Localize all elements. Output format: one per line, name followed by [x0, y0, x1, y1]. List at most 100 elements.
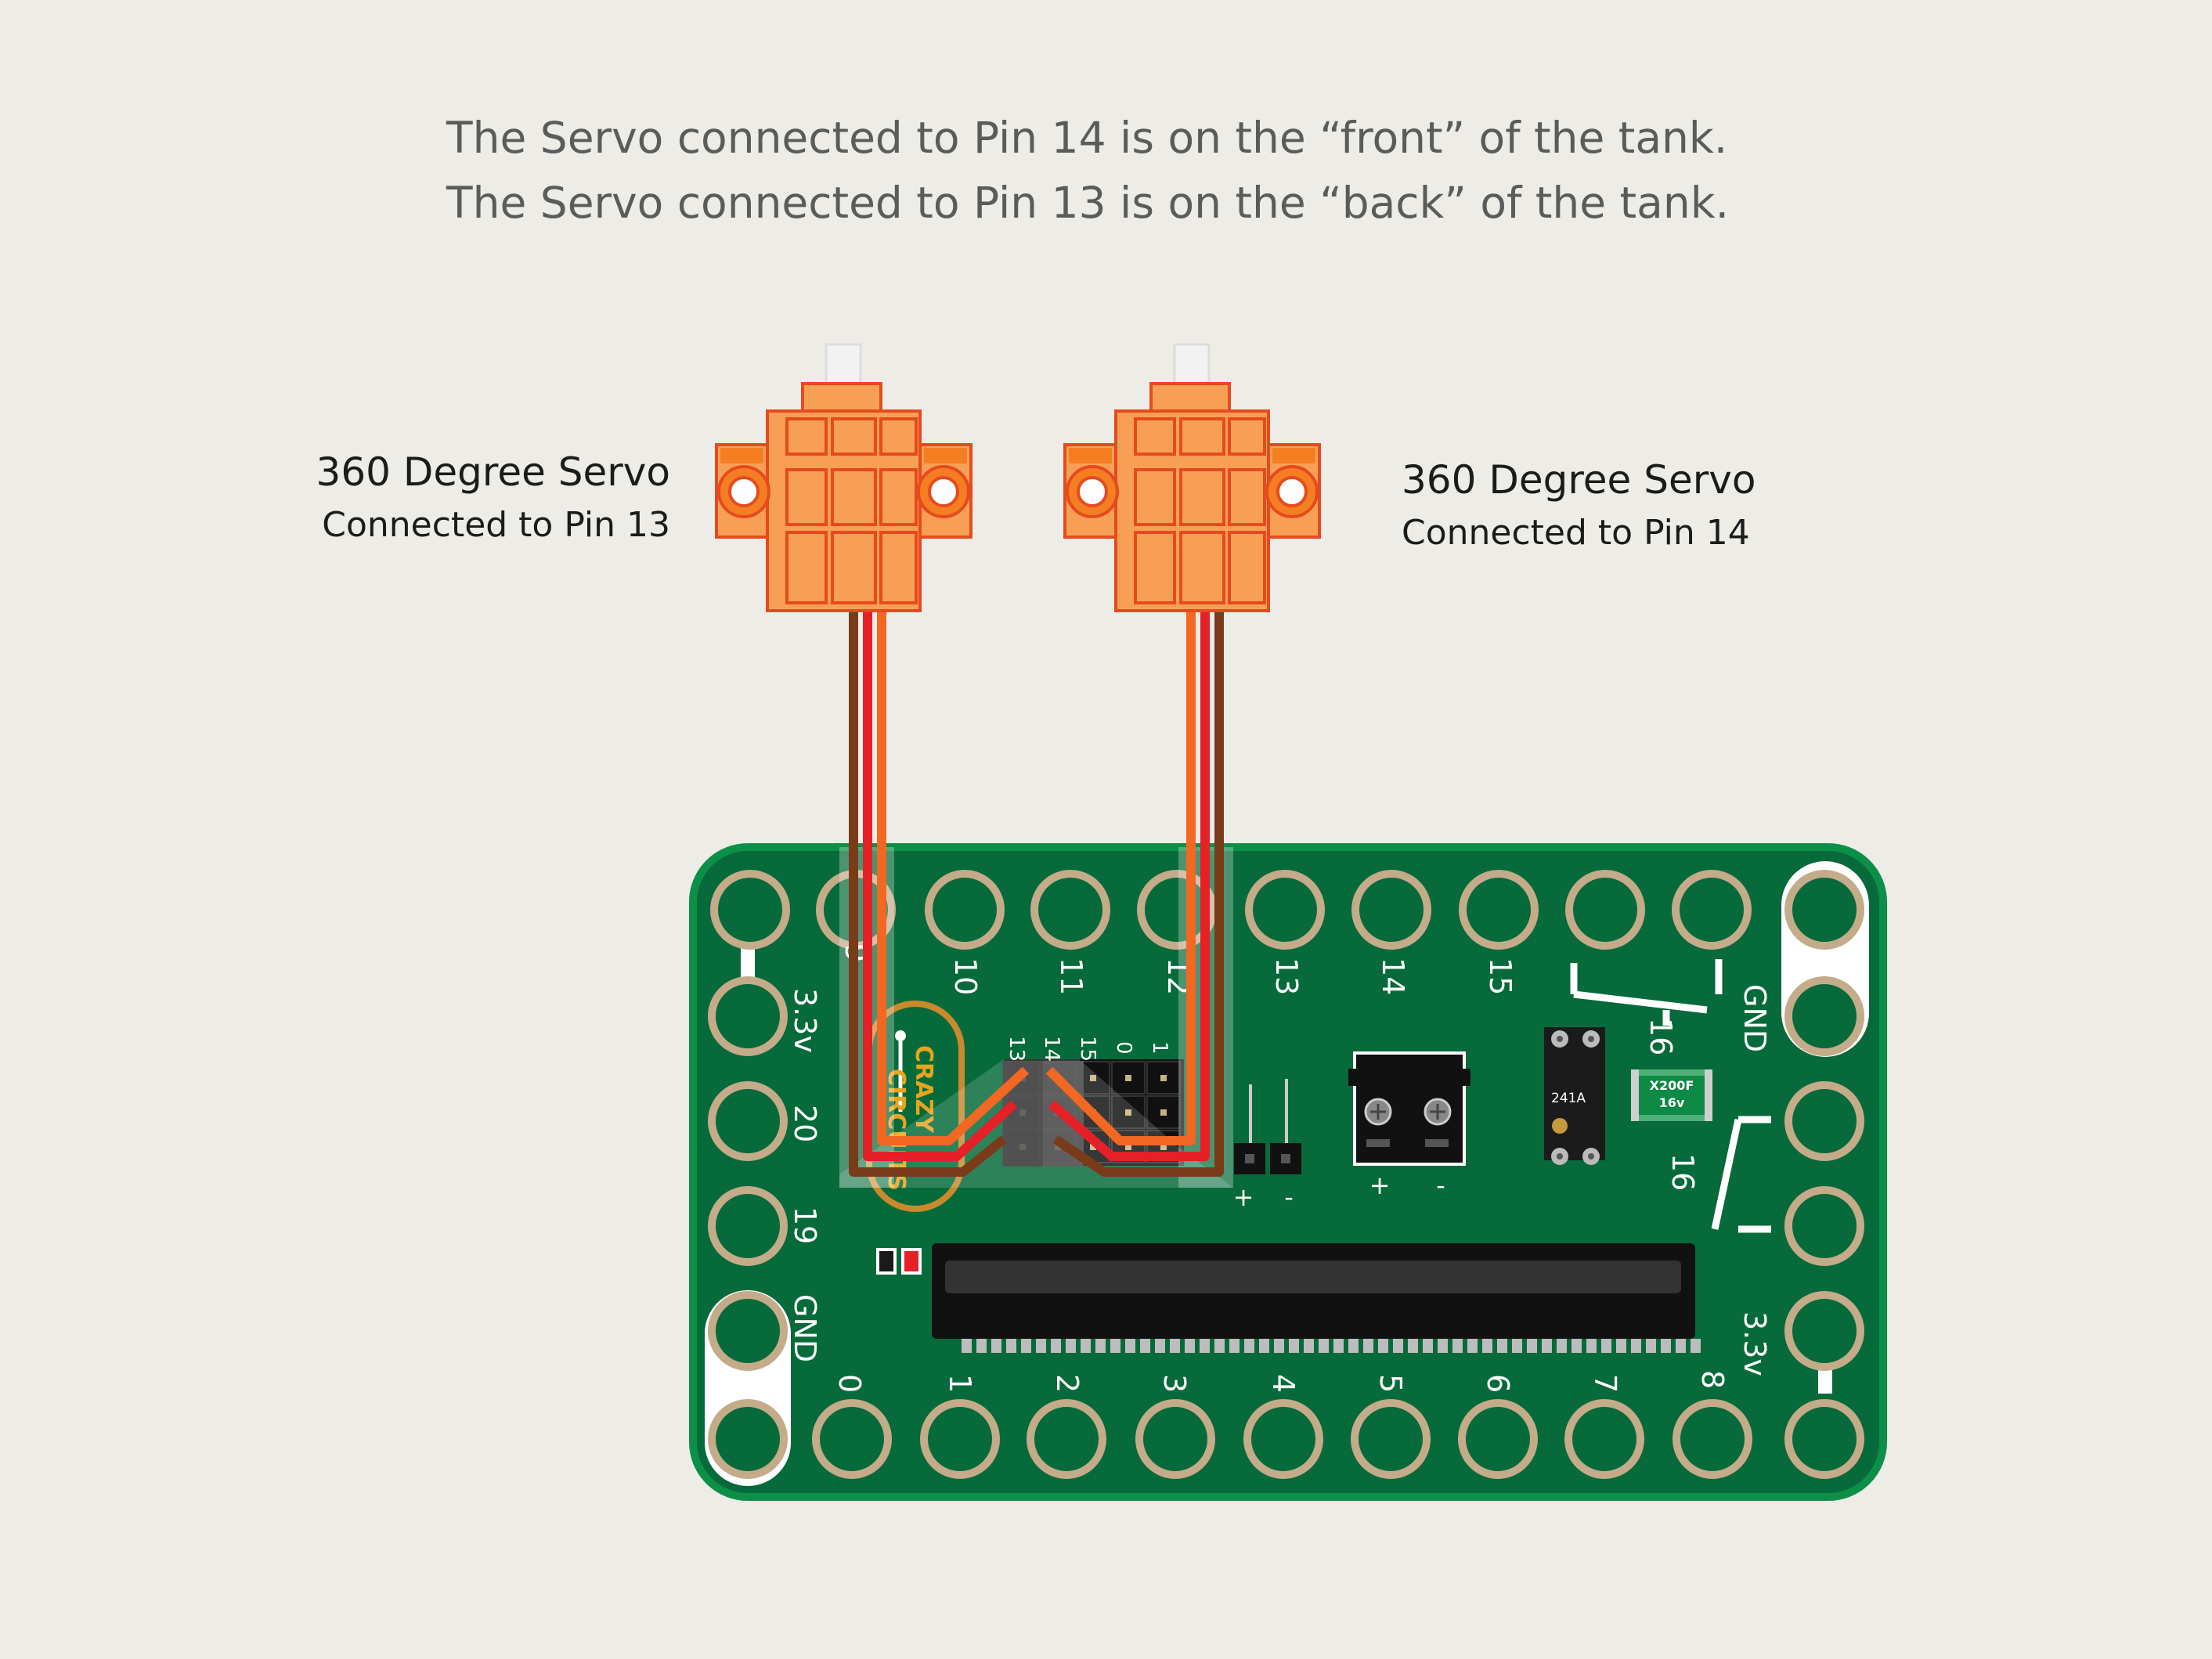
connector-tooth: [1586, 1339, 1597, 1353]
connector-tooth: [1214, 1339, 1225, 1353]
top-pin-label-16: 16: [1644, 1018, 1678, 1055]
left-label-3v3: 3.3v: [788, 988, 822, 1053]
connector-tooth: [1348, 1339, 1359, 1353]
servo-panel: [831, 468, 877, 526]
header-pin: [1125, 1075, 1131, 1081]
pad-bottom-0: [812, 1399, 892, 1479]
pad-right-3: [1784, 1186, 1864, 1266]
servo-left-subtitle: Connected to Pin 13: [322, 505, 670, 545]
connector-tooth: [991, 1339, 1001, 1353]
servo-shaft: [825, 343, 862, 389]
pad-left-1: [708, 1081, 788, 1161]
servo-tab-rim: [720, 448, 763, 463]
pad-bottom-5: [1351, 1399, 1431, 1479]
servo-panel: [1134, 468, 1176, 526]
battery-connector: [1348, 1051, 1470, 1166]
brand-dot: [895, 1030, 906, 1041]
pad-top-8: [1565, 870, 1645, 950]
servo-panel: [831, 417, 877, 456]
pad-left-2: [708, 1186, 788, 1266]
servo-panel: [831, 531, 877, 604]
connector-tooth: [1646, 1339, 1656, 1353]
pad-top-5: [1245, 870, 1325, 950]
servo-panel: [1228, 417, 1266, 456]
crazy-circuits-board: CRAZY CIRCUITS + - +: [689, 843, 1887, 1501]
connector-tooth: [1006, 1339, 1016, 1353]
connector-tooth: [1259, 1339, 1269, 1353]
connector-tooth: [1467, 1339, 1478, 1353]
pad-right-4: [1784, 1291, 1864, 1371]
servo-panel: [785, 531, 828, 604]
wire-left-brown: [849, 611, 1007, 1177]
caption-line-2: The Servo connected to Pin 13 is on the …: [446, 178, 1729, 228]
right-label-gnd: GND: [1737, 984, 1772, 1052]
pad-top-3: [1030, 870, 1110, 950]
servo-wires: [849, 611, 1224, 1177]
top-pin-label-13: 13: [1269, 958, 1304, 995]
servo-panel: [879, 417, 918, 456]
pad-right-0: [1784, 870, 1864, 950]
pad-right-1: [1784, 976, 1864, 1056]
connector-tooth: [1333, 1339, 1344, 1353]
connector-tooth: [1110, 1339, 1120, 1353]
power-minus-label: -: [1284, 1182, 1294, 1212]
pad-left-3: [708, 1291, 788, 1371]
connector-tooth: [1081, 1339, 1091, 1353]
servo-panel: [1228, 468, 1266, 526]
pad-bottom-3: [1135, 1399, 1215, 1479]
conductive-pads: [708, 870, 1864, 1479]
bottom-pin-label-6: 6: [1481, 1374, 1515, 1393]
connector-tooth: [1661, 1339, 1671, 1353]
servo-panel: [785, 468, 828, 526]
bottom-pin-label-0: 0: [832, 1374, 867, 1393]
servo-left-title: 360 Degree Servo: [316, 449, 670, 495]
connector-tooth: [1408, 1339, 1418, 1353]
servo-panel: [785, 417, 828, 456]
header-label-0: 0: [1112, 1041, 1135, 1055]
servo-shaft: [1173, 343, 1211, 389]
connector-tooth: [1274, 1339, 1284, 1353]
connector-tooth: [1527, 1339, 1537, 1353]
brand-text-1: CRAZY: [910, 1045, 937, 1134]
wire-left-orange: [877, 611, 1030, 1145]
connector-tooth: [1497, 1339, 1507, 1353]
edge-connector-teeth: [962, 1339, 1701, 1353]
connector-tooth: [1021, 1339, 1031, 1353]
battery-plus-label: +: [1369, 1170, 1391, 1200]
connector-tooth: [1512, 1339, 1522, 1353]
fuse-marking-1: X200F: [1650, 1078, 1694, 1093]
pad-bottom-7: [1564, 1399, 1644, 1479]
pad-left-4: [708, 1399, 788, 1479]
connector-tooth: [1438, 1339, 1448, 1353]
wire-left-red: [863, 611, 1018, 1161]
right-label-16: 16: [1665, 1153, 1700, 1191]
connector-tooth: [1036, 1339, 1046, 1353]
fuse: [1631, 1069, 1712, 1121]
power-plus-label: +: [1233, 1182, 1254, 1212]
pad-top-7: [1459, 870, 1539, 950]
header-label-13: 13: [1005, 1036, 1028, 1062]
pin16-marker-top: [1570, 959, 1723, 1026]
connector-tooth: [1378, 1339, 1388, 1353]
bottom-pin-label-8: 8: [1695, 1370, 1730, 1389]
connector-tooth: [1289, 1339, 1299, 1353]
wire-right-red: [1048, 611, 1210, 1161]
connector-tooth: [1631, 1339, 1641, 1353]
servo-panel: [1179, 531, 1225, 604]
wire-right-orange: [1045, 611, 1196, 1145]
connector-tooth: [1571, 1339, 1582, 1353]
header-pin: [1090, 1144, 1096, 1150]
header-pin: [1125, 1109, 1131, 1116]
connector-tooth: [1185, 1339, 1195, 1353]
top-pin-label-14: 14: [1376, 958, 1410, 995]
chip-marking: 241A: [1551, 1091, 1586, 1106]
header-label-15: 15: [1076, 1036, 1099, 1062]
left-label-19: 19: [788, 1206, 822, 1244]
pad-left-0: [708, 976, 788, 1056]
connector-tooth: [1155, 1339, 1165, 1353]
regulator-chip: [1544, 1027, 1605, 1165]
pad-top-9: [1672, 870, 1752, 950]
pad-right-5: [1784, 1399, 1864, 1479]
header-label-1: 1: [1148, 1041, 1171, 1055]
